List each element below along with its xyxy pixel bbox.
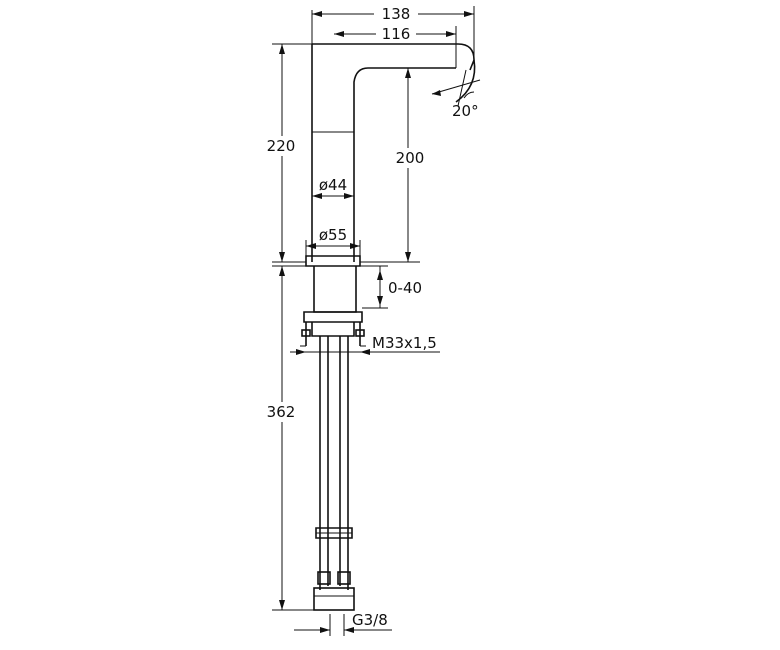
dimension-diameter-base: ø55	[305, 226, 361, 256]
dimension-height-spout: 200	[360, 67, 456, 263]
label-diameter-body: ø44	[319, 176, 347, 194]
dimension-width-overall: 138	[311, 4, 475, 58]
label-width-spout: 116	[382, 25, 411, 43]
label-diameter-base: ø55	[319, 226, 347, 244]
label-height-total: 220	[267, 137, 296, 155]
dimension-adjust-range: 0-40	[360, 265, 422, 309]
dimension-height-total: 220	[262, 43, 312, 263]
dimension-thread: M33x1,5	[290, 334, 440, 355]
faucet-outline	[300, 43, 476, 611]
dimension-spout-angle: 20°	[431, 69, 481, 120]
dimension-connection: G3/8	[294, 611, 392, 636]
label-connection: G3/8	[352, 611, 388, 629]
label-spout-angle: 20°	[452, 102, 479, 120]
dimension-diameter-body: ø44	[312, 176, 354, 199]
dimension-width-spout: 116	[334, 25, 457, 68]
label-hose-length: 362	[267, 403, 296, 421]
dimension-hose-length: 362	[262, 265, 314, 611]
label-adjust-range: 0-40	[388, 279, 422, 297]
label-thread: M33x1,5	[372, 334, 437, 352]
label-width-overall: 138	[382, 5, 411, 23]
label-height-spout: 200	[396, 149, 425, 167]
